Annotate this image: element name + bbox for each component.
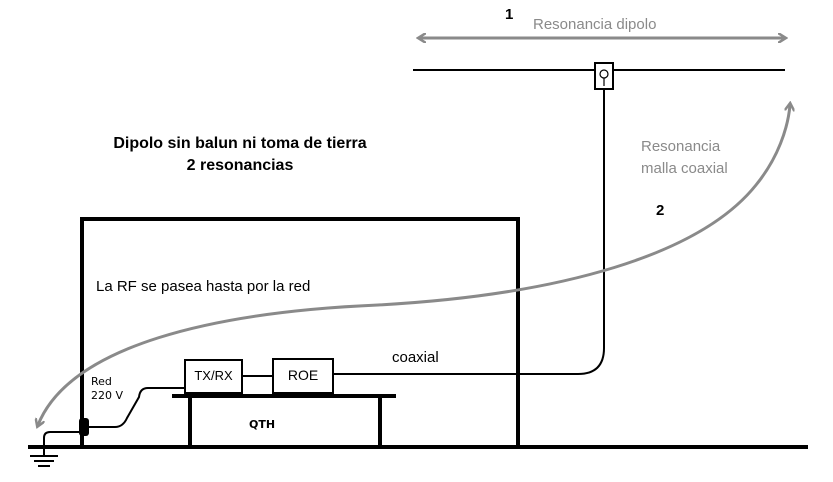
txrx-label: TX/RX xyxy=(194,368,233,383)
txrx-box xyxy=(184,359,243,394)
table-label: QTH xyxy=(249,418,276,431)
mains-label-line-1: Red xyxy=(91,375,112,388)
roe-label: ROE xyxy=(287,367,319,383)
resonance-coax-arrow xyxy=(38,105,790,425)
diagram-title: Dipolo sin balun ni toma de tierra 2 res… xyxy=(95,133,385,177)
table xyxy=(172,394,396,447)
house-outline xyxy=(80,217,520,449)
title-line-2: 2 resonancias xyxy=(186,157,294,174)
resonance-2-number: 2 xyxy=(656,202,665,219)
resonance-2-label-line-2: malla coaxial xyxy=(641,160,728,177)
resonance-2-label-line-1: Resonancia xyxy=(641,138,721,155)
ground-icon xyxy=(30,455,58,467)
rf-note: La RF se pasea hasta por la red xyxy=(96,278,311,295)
coax-label: coaxial xyxy=(392,349,439,366)
coax-cable xyxy=(333,89,605,375)
title-line-1: Dipolo sin balun ni toma de tierra xyxy=(113,135,367,152)
mains-label: Red 220 V xyxy=(91,375,123,403)
roe-box xyxy=(272,358,334,394)
resonance-1-number: 1 xyxy=(505,6,514,23)
mains-plug-icon xyxy=(79,418,89,436)
resonance-2-label: Resonancia malla coaxial xyxy=(641,136,728,180)
mains-cable xyxy=(86,387,185,428)
resonance-1-label: Resonancia dipolo xyxy=(533,16,657,33)
ground-wire xyxy=(43,431,79,456)
mains-label-line-2: 220 V xyxy=(91,389,124,402)
balun-box-icon xyxy=(594,62,614,90)
